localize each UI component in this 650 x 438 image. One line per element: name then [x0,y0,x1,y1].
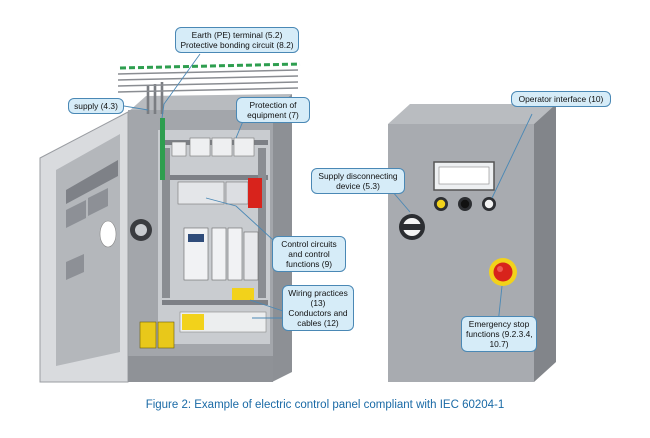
door-component-2 [88,188,108,216]
figure-caption: Figure 2: Example of electric control pa… [145,399,505,411]
emergency-stop-button [493,262,513,282]
disconnect-label-line2: device (5.3) [336,181,380,191]
callout-protection: Protection of equipment (7) [236,97,310,123]
callout-supply: supply (4.3) [68,98,124,114]
wiring-label-line1: Wiring practices [288,288,348,298]
earth-conductor [160,118,165,180]
wire-duct-right [258,148,266,298]
control-modules [177,178,262,208]
door-cable-duct [66,160,118,204]
drive-units [183,227,259,281]
callout-wiring-conductors: Wiring practices (13) Conductors and cab… [282,285,354,331]
din-rail-lower [162,300,268,305]
conductors-label-line1: Conductors and [288,308,348,318]
closed-cabinet-side [534,104,556,382]
estop-label-line3: 10.7) [489,339,509,349]
estop-label-line1: Emergency stop [468,319,530,329]
control-label-line3: functions (9) [285,259,333,269]
disconnect-label-line1: Supply disconnecting [318,171,398,181]
protection-label-line1: Protection of [249,100,297,110]
earth-terminal-label: Earth (PE) terminal (5.2) [191,30,283,40]
door-component-3 [66,254,84,280]
callout-earth-terminal: Earth (PE) terminal (5.2) Protective bon… [175,27,299,53]
din-rail-middle [162,175,268,180]
callout-operator-interface: Operator interface (10) [511,91,611,107]
callout-emergency-stop: Emergency stop functions (9.2.3.4, 10.7) [461,316,537,352]
control-label-line1: Control circuits [281,239,337,249]
protective-bonding-label: Protective bonding circuit (8.2) [180,40,294,50]
safety-relay-2 [157,321,175,349]
control-label-line2: and control [288,249,330,259]
protection-label-line2: equipment (7) [247,110,299,120]
terminal-block [179,288,267,333]
closed-cabinet-top [388,104,556,124]
door-window [99,220,117,248]
door-component-1 [66,200,86,228]
estop-label-line2: functions (9.2.3.4, [466,329,533,339]
wiring-label-line2: (13) [310,298,326,308]
safety-relay-1 [139,321,157,349]
earth-bars [117,62,301,93]
operator-interface-label: Operator interface (10) [518,94,604,104]
supply-label: supply (4.3) [74,101,118,111]
protection-devices [171,137,255,157]
callout-supply-disconnect: Supply disconnecting device (5.3) [311,168,405,194]
conductors-label-line2: cables (12) [297,318,339,328]
cabinet-base [128,356,273,382]
wire-duct-left [162,148,170,298]
open-cabinet [39,62,301,383]
callout-control-circuits: Control circuits and control functions (… [272,236,346,272]
